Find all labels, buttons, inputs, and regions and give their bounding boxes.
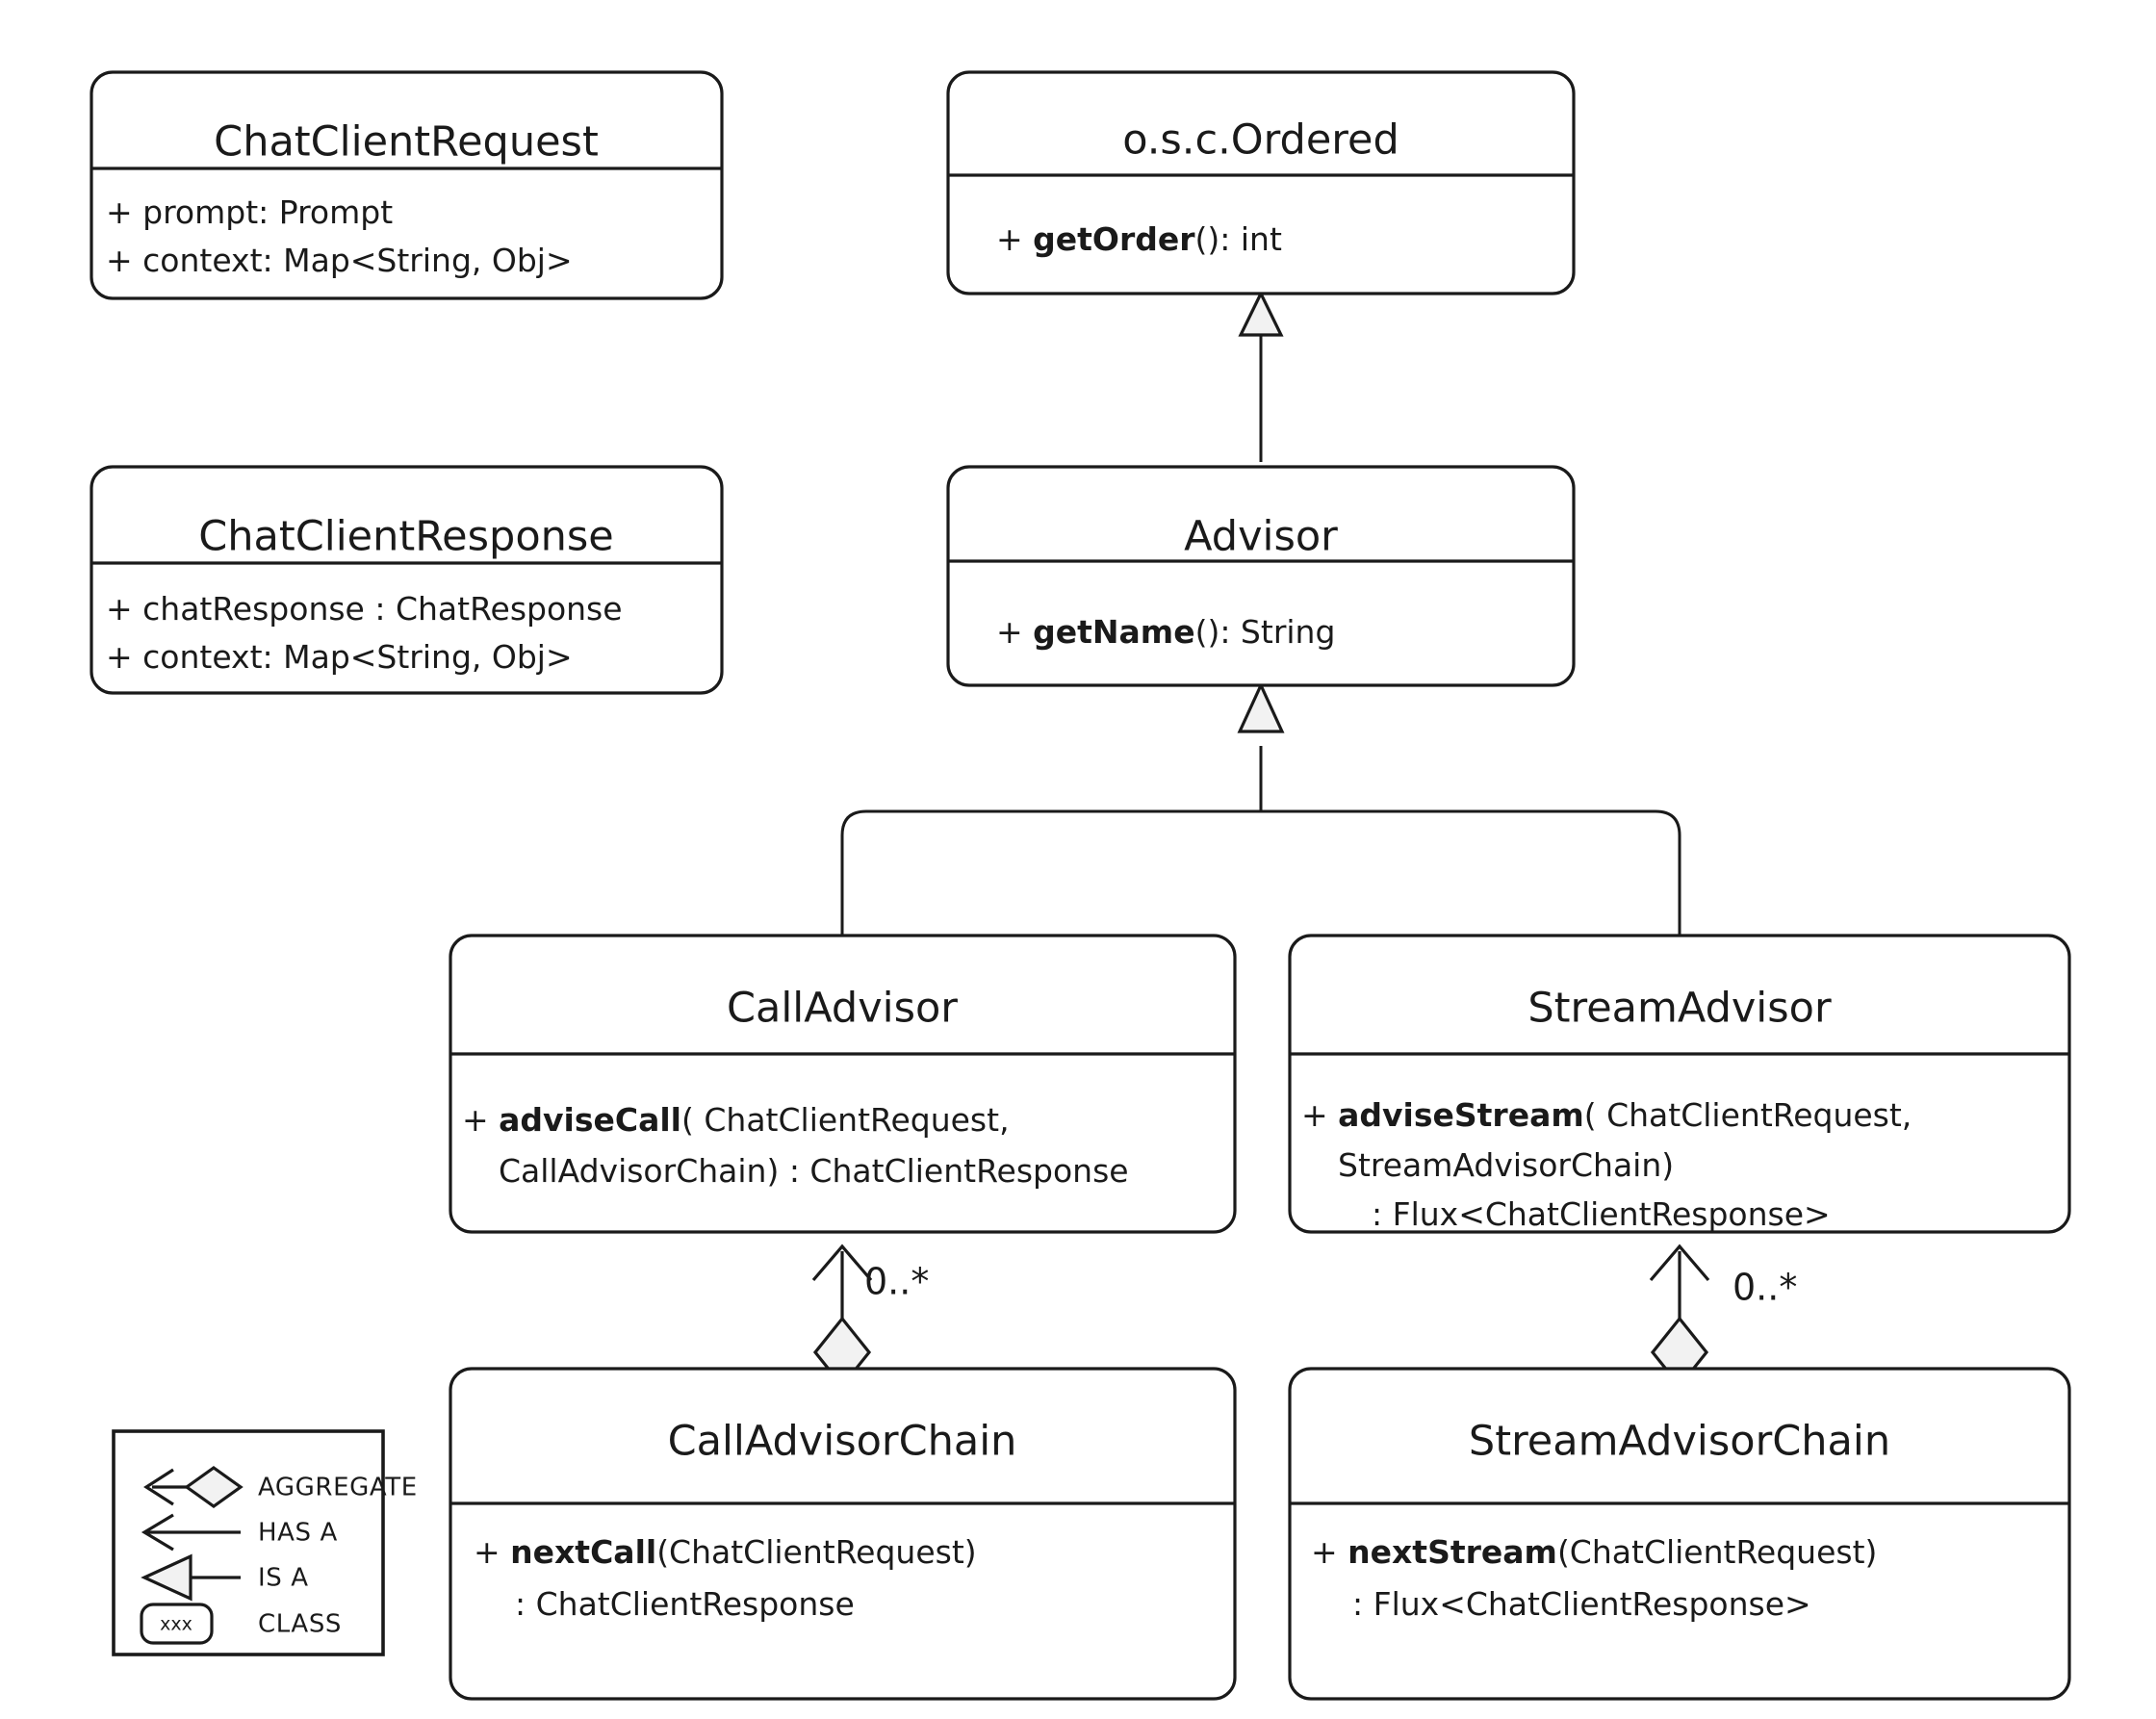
legend-sample-text: xxx <box>160 1614 192 1635</box>
class-box-call-advisor[interactable]: CallAdvisor + adviseCall( ChatClientRequ… <box>449 934 1237 1234</box>
legend-item-is-a: IS A <box>141 1553 309 1602</box>
is-a-triangle-icon <box>141 1553 241 1602</box>
class-member: + chatResponse : ChatResponse <box>106 590 623 628</box>
aggregate-icon <box>143 1466 244 1508</box>
class-member: + nextStream(ChatClientRequest) <box>1311 1533 1877 1571</box>
class-member: + context: Map<String, Obj> <box>106 242 573 279</box>
class-member: StreamAdvisorChain) <box>1338 1146 1674 1184</box>
class-box-ordered[interactable]: o.s.c.Ordered + getOrder(): int <box>946 70 1576 295</box>
edge-streamchain-aggregates-streamadvisor <box>1649 1244 1710 1389</box>
multiplicity-label-stream-chain: 0..* <box>1732 1267 1797 1309</box>
class-title-chat-client-request: ChatClientRequest <box>214 118 599 167</box>
class-member: + prompt: Prompt <box>106 193 393 231</box>
class-box-stream-advisor-chain[interactable]: StreamAdvisorChain + nextStream(ChatClie… <box>1288 1367 2071 1701</box>
class-member: : Flux<ChatClientResponse> <box>1372 1195 1831 1233</box>
has-a-arrow-icon <box>141 1513 241 1552</box>
class-title-chat-client-response: ChatClientResponse <box>198 513 614 561</box>
class-member: : Flux<ChatClientResponse> <box>1352 1585 1811 1623</box>
legend-label: AGGREGATE <box>258 1474 418 1502</box>
legend-item-aggregate: AGGREGATE <box>143 1466 418 1508</box>
class-title-stream-advisor-chain: StreamAdvisorChain <box>1469 1418 1890 1466</box>
class-member: + context: Map<String, Obj> <box>106 638 573 676</box>
class-title-call-advisor: CallAdvisor <box>727 985 958 1033</box>
class-box-icon: xxx <box>140 1603 214 1645</box>
class-box-call-advisor-chain[interactable]: CallAdvisorChain + nextCall(ChatClientRe… <box>449 1367 1237 1701</box>
class-member: + getName(): String <box>996 613 1335 651</box>
edge-advisor-isa-ordered <box>1238 290 1284 462</box>
class-title-stream-advisor: StreamAdvisor <box>1527 985 1832 1033</box>
legend-panel: AGGREGATE HAS A IS A <box>112 1429 418 1656</box>
legend-item-has-a: HAS A <box>141 1513 338 1552</box>
legend-label: HAS A <box>258 1519 338 1548</box>
class-member: + adviseStream( ChatClientRequest, <box>1301 1096 1912 1134</box>
class-title-advisor: Advisor <box>1184 513 1338 561</box>
legend-item-class: xxx CLASS <box>140 1603 342 1645</box>
class-member: CallAdvisorChain) : ChatClientResponse <box>499 1152 1129 1190</box>
class-member: + getOrder(): int <box>996 220 1282 258</box>
class-box-chat-client-request[interactable]: ChatClientRequest + prompt: Prompt + con… <box>90 70 724 300</box>
class-member: + nextCall(ChatClientRequest) <box>474 1533 977 1571</box>
class-title-call-advisor-chain: CallAdvisorChain <box>668 1418 1017 1466</box>
class-box-chat-client-response[interactable]: ChatClientResponse + chatResponse : Chat… <box>90 465 724 695</box>
multiplicity-label-call-chain: 0..* <box>864 1261 929 1303</box>
class-box-advisor[interactable]: Advisor + getName(): String <box>946 465 1576 687</box>
legend-label: IS A <box>258 1564 309 1593</box>
legend-label: CLASS <box>258 1610 342 1639</box>
edge-callchain-aggregates-calladvisor <box>811 1244 873 1389</box>
class-title-ordered: o.s.c.Ordered <box>1122 116 1399 165</box>
class-member: : ChatClientResponse <box>515 1585 855 1623</box>
class-member: + adviseCall( ChatClientRequest, <box>462 1101 1010 1139</box>
edge-advisor-subclass-fork <box>840 681 1681 938</box>
class-box-stream-advisor[interactable]: StreamAdvisor + adviseStream( ChatClient… <box>1288 934 2071 1234</box>
